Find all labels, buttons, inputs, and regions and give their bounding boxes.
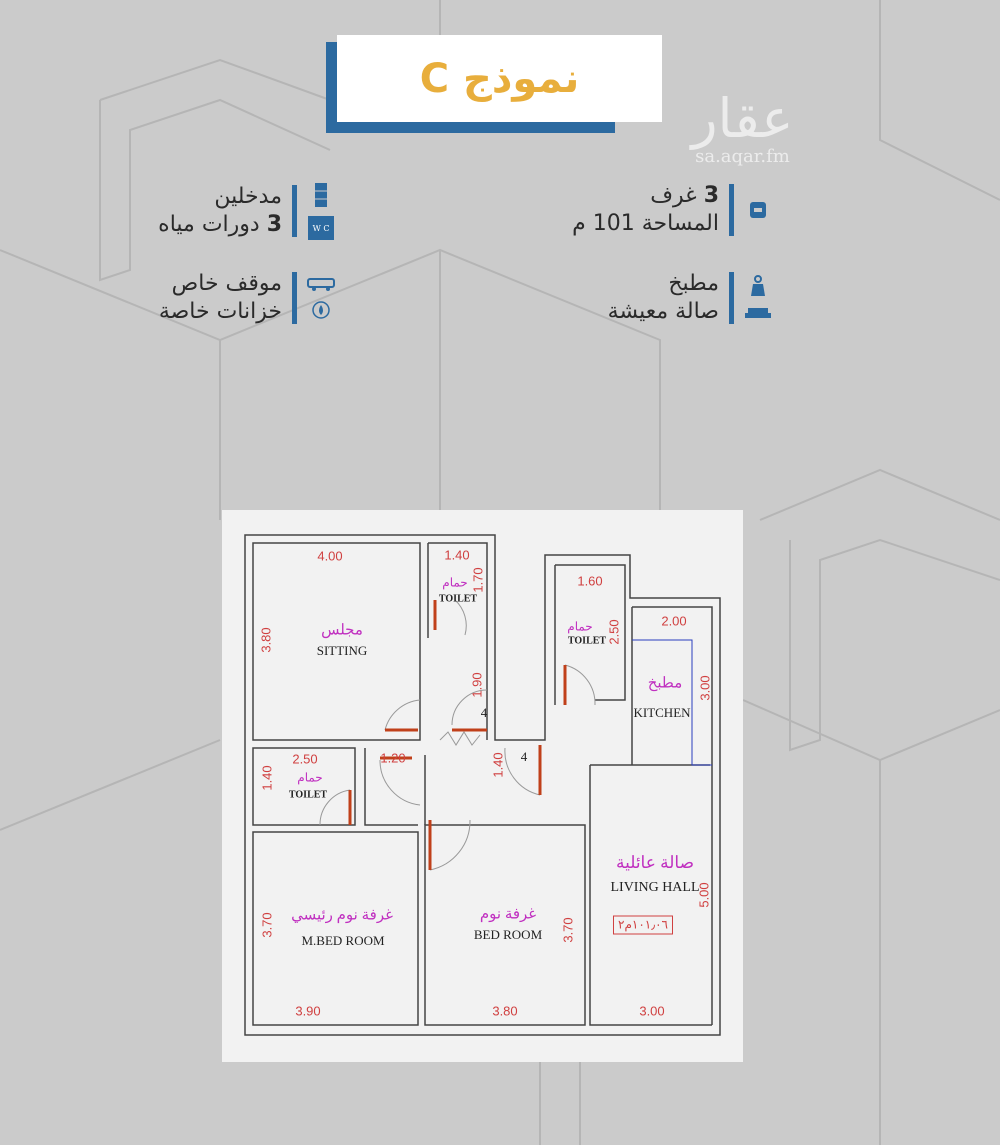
feature-divider <box>729 184 734 236</box>
sitting-height: 3.80 <box>258 627 274 653</box>
parking-label: موقف خاص <box>171 271 282 296</box>
toilet1-height: 1.70 <box>470 567 486 593</box>
feature-kitchen-living: مطبخ صالة معيشة <box>608 270 772 326</box>
toilet3-label-ar: حمام <box>297 770 323 785</box>
feature-divider <box>292 272 297 324</box>
toilet1-label-ar: حمام <box>442 575 468 590</box>
door-icon <box>315 183 327 207</box>
bed-width: 3.80 <box>492 1003 518 1019</box>
rooms-count: 3 <box>703 183 719 208</box>
feature-parking-tanks: موقف خاص خزانات خاصة <box>159 270 335 326</box>
kitchen-height: 3.00 <box>697 675 713 701</box>
title-box: نموذج C <box>337 35 662 122</box>
wc-count: 3 <box>266 212 282 237</box>
toilet3-width: 2.50 <box>292 751 318 767</box>
sitting-width: 4.00 <box>317 548 343 564</box>
car-icon <box>307 278 335 291</box>
master-height: 3.70 <box>259 912 275 938</box>
living-height: 5.00 <box>696 882 712 908</box>
living-label-en: LIVING HALL <box>610 880 700 895</box>
toilet2-width: 1.60 <box>577 573 603 589</box>
kitchen-label-ar: مطبخ <box>647 675 683 692</box>
rooms-label: غرف <box>650 183 697 208</box>
feature-entrances-wc: W C مدخلين 3 دورات مياه <box>158 182 335 240</box>
corridor1-mark: 4 <box>480 705 488 720</box>
floor-plan-walls <box>244 534 721 1036</box>
water-tank-icon <box>312 301 330 319</box>
living-width: 3.00 <box>639 1003 665 1019</box>
floor-plan: 4.00 3.80 مجلس SITTING 1.40 1.70 حمام TO… <box>222 510 743 1062</box>
apron-icon <box>751 275 765 296</box>
wc-label: دورات مياه <box>158 212 260 237</box>
toilet1-label-en: TOILET <box>438 593 478 605</box>
entrances-label: مدخلين <box>214 184 282 209</box>
toilet3-height: 1.40 <box>259 765 275 791</box>
feature-rooms-area: 3 غرف المساحة 101 م <box>572 182 772 238</box>
bed-height: 3.70 <box>560 917 576 943</box>
living-label: صالة معيشة <box>607 299 719 324</box>
bed-label-ar: غرفة نوم <box>479 906 537 923</box>
logo-arabic: عقار <box>691 87 794 150</box>
master-width: 3.90 <box>295 1003 321 1019</box>
corridor2-width: 1.20 <box>380 750 406 766</box>
sitting-label-ar: مجلس <box>321 622 363 639</box>
corridor1-height: 1.90 <box>469 672 485 698</box>
master-label-en: M.BED ROOM <box>301 933 385 948</box>
corridor2-mark: 4 <box>520 749 528 764</box>
aqar-logo: عقار sa.aqar.fm <box>665 87 820 168</box>
corridor2-height: 1.40 <box>490 752 506 778</box>
tanks-label: خزانات خاصة <box>158 299 282 324</box>
bed-icon <box>750 202 766 218</box>
wc-icon: W C <box>308 216 334 240</box>
feature-divider <box>292 185 297 237</box>
bed-label-en: BED ROOM <box>473 927 543 942</box>
feature-divider <box>729 272 734 324</box>
toilet2-label-en: TOILET <box>567 635 607 647</box>
living-label-ar: صالة عائلية <box>615 853 695 872</box>
total-area-badge: ١٠١٫٠٦م٢ <box>612 915 674 935</box>
kitchen-label: مطبخ <box>668 271 719 296</box>
kitchen-width: 2.00 <box>661 613 687 629</box>
logo-url: sa.aqar.fm <box>695 146 790 167</box>
kitchen-label-en: KITCHEN <box>633 705 691 720</box>
master-label-ar: غرفة نوم رئيسي <box>291 907 393 924</box>
sofa-icon <box>745 308 771 318</box>
toilet2-label-ar: حمام <box>567 619 593 634</box>
sitting-label-en: SITTING <box>316 643 368 658</box>
page-title: نموذج C <box>419 55 580 102</box>
toilet2-height: 2.50 <box>606 619 622 645</box>
toilet3-label-en: TOILET <box>288 789 328 801</box>
area-label: المساحة 101 م <box>572 211 719 236</box>
toilet1-width: 1.40 <box>444 547 470 563</box>
